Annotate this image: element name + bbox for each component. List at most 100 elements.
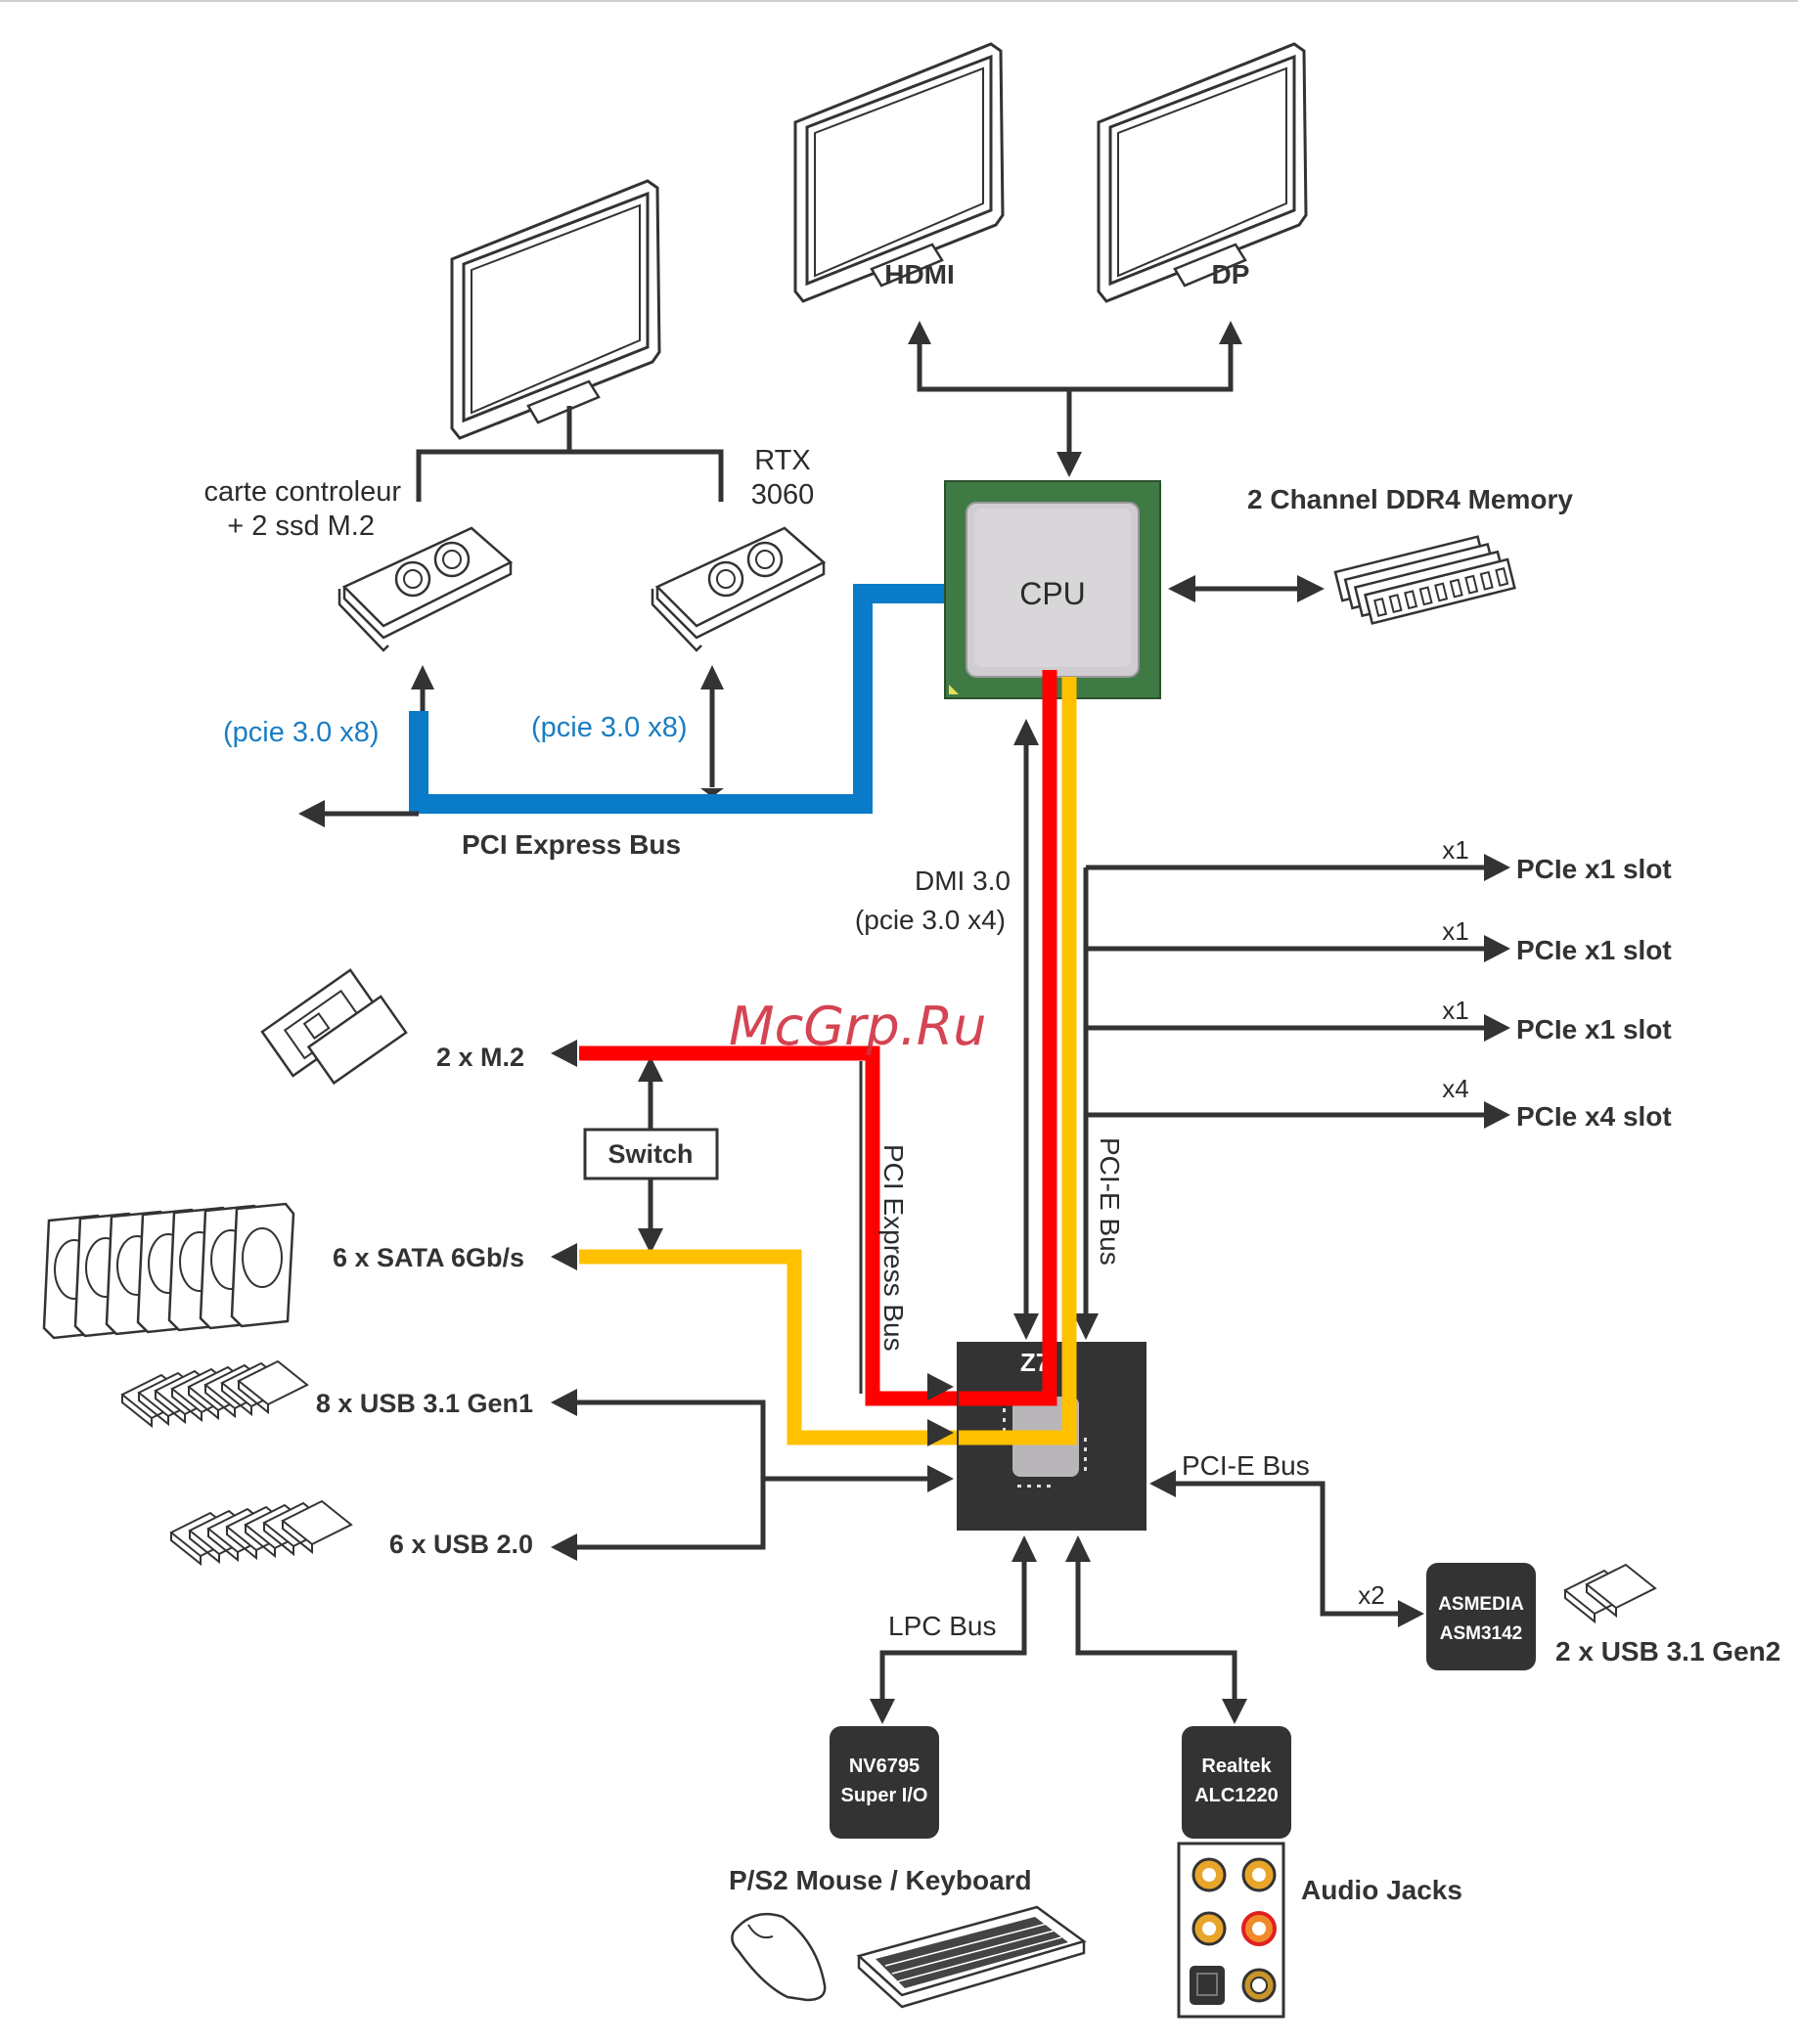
audio-jack-icon [1241,1968,1277,2003]
arrowhead-lpc-chipset [1011,1535,1037,1562]
asmedia-chip [1426,1563,1536,1670]
sata-drives-icon [42,1202,295,1340]
arrowhead-red-chipset [927,1373,954,1400]
dmi-label-line2: (pcie 3.0 x4) [855,905,1006,935]
arrowhead-usb20 [551,1533,577,1561]
m2-ssd-icon [260,968,408,1086]
expansion-card-icon-gpu [651,526,826,652]
right-link-label: (pcie 3.0 x8) [531,712,688,743]
slot-lanes: x1 [1442,996,1468,1025]
arrowhead-asmedia-chipset [1149,1470,1176,1497]
arrowhead-yellow-chipset [927,1419,954,1446]
audio-jack-icon [1191,1857,1227,1892]
controller-card-label-line2: + 2 ssd M.2 [227,511,375,542]
arrowhead-memory [1297,575,1325,602]
arrowhead-usb31 [551,1389,577,1416]
pci-express-bus-label: PCI Express Bus [462,829,681,860]
keyboard-icon [856,1905,1087,2009]
dmi-label-line1: DMI 3.0 [915,866,1011,896]
lpc-bus-label: LPC Bus [888,1611,997,1641]
arrowhead-controller-card [411,665,434,689]
ps2-label: P/S2 Mouse / Keyboard [729,1865,1032,1895]
cpu-label: CPU [1019,576,1086,611]
arrowhead-slot-2 [1484,935,1510,962]
arrowhead-audio-chipset [1065,1535,1091,1562]
arrowhead-gpu-card [700,665,724,689]
audio-chip-line2: ALC1220 [1194,1785,1279,1806]
memory-modules-icon [1333,535,1516,625]
usb20-label: 6 x USB 2.0 [389,1530,533,1559]
top-border [0,0,1798,2]
pcie-slot-row: x4 PCIe x4 slot [1086,1074,1672,1132]
switch-box [583,1128,719,1180]
memory-label: 2 Channel DDR4 Memory [1247,484,1573,514]
hdmi-label: HDMI [884,259,955,289]
arrowhead-switch-sata [638,1228,663,1254]
gpu-monitor-connector [416,406,724,502]
pcie-bus-vertical-label: PCI-E Bus [1095,1137,1125,1266]
slot-lanes: x4 [1442,1074,1468,1103]
cpu-pcie-bus-blue [409,584,957,814]
asmedia-chip-line1: ASMEDIA [1438,1594,1524,1615]
slot-label: PCIe x1 slot [1516,854,1672,884]
red-bus-overlay [959,1342,1057,1406]
arrowhead-dmi-chipset [1013,1313,1039,1340]
controller-card-label-line1: carte controleur [204,476,402,508]
arrowhead-bus-left [298,800,325,827]
arrowhead-slot-3 [1484,1014,1510,1042]
asmedia-bus-label: PCI-E Bus [1182,1450,1310,1481]
slot-label: PCIe x1 slot [1516,935,1672,965]
audio-jack-icon [1241,1857,1277,1892]
superio-chip-line1: NV6795 [849,1755,920,1777]
audio-jacks-panel [1177,1842,1285,2019]
arrowhead-slot-1 [1484,854,1510,881]
slot-label: PCIe x4 slot [1516,1101,1672,1132]
audio-chip-line1: Realtek [1201,1755,1272,1777]
dp-label: DP [1212,259,1250,289]
red-bus-m2 [579,670,1057,1406]
switch-label: Switch [607,1139,693,1169]
monitor-icon-dp [1097,42,1308,303]
asmedia-lanes: x2 [1358,1580,1384,1610]
audio-codec-chip [1182,1726,1291,1839]
gpu-label-line2: 3060 [751,479,815,511]
usb20-ports-icon [170,1500,352,1565]
gpu-label-line1: RTX [754,445,810,476]
pcie-slot-row: x1 PCIe x1 slot [1086,916,1672,965]
slot-label: PCIe x1 slot [1516,1014,1672,1044]
usb-gen2-ports-icon [1564,1564,1656,1622]
pcie-slot-row: x1 PCIe x1 slot [1086,835,1672,884]
yellow-bus-sata [579,677,1077,1445]
arrowhead-superio [870,1699,895,1724]
arrowhead-gpu-bus [700,788,724,797]
arrowhead-dp [1219,321,1242,344]
cpu-chip [944,480,1161,699]
arrowhead-pcie-chipset [1073,1313,1099,1340]
optical-out-icon [1190,1966,1225,2005]
pci-express-vertical-label: PCI Express Bus [878,1144,909,1352]
asmedia-chip-line2: ASM3142 [1440,1623,1523,1644]
arrowhead-slot-4 [1484,1101,1510,1129]
arrowhead-cpu-display [1056,452,1082,477]
usb31-label: 8 x USB 3.1 Gen1 [316,1389,533,1418]
superio-chip-line2: Super I/O [841,1785,928,1806]
slot-lanes: x1 [1442,916,1468,946]
sata-label: 6 x SATA 6Gb/s [333,1243,524,1272]
yellow-bus-overlay [959,1342,1077,1445]
monitor-icon-gpu [450,179,661,440]
m2-label: 2 x M.2 [436,1043,524,1072]
audio-jack-icon [1191,1911,1227,1946]
arrowhead-audio [1222,1699,1247,1724]
arrowhead-m2 [551,1040,577,1067]
mouse-icon [731,1912,827,2002]
pcie-slot-row: x1 PCIe x1 slot [1086,996,1672,1044]
usb-gen2-label: 2 x USB 3.1 Gen2 [1555,1636,1780,1666]
audio-jack-icon [1241,1911,1277,1946]
superio-chip [830,1726,939,1839]
audio-jacks-label: Audio Jacks [1301,1875,1462,1905]
display-output-connectors [908,321,1242,477]
expansion-card-icon-controller [337,526,513,652]
arrowhead-usb-chipset [927,1465,954,1492]
arrowhead-switch-m2 [638,1056,663,1082]
